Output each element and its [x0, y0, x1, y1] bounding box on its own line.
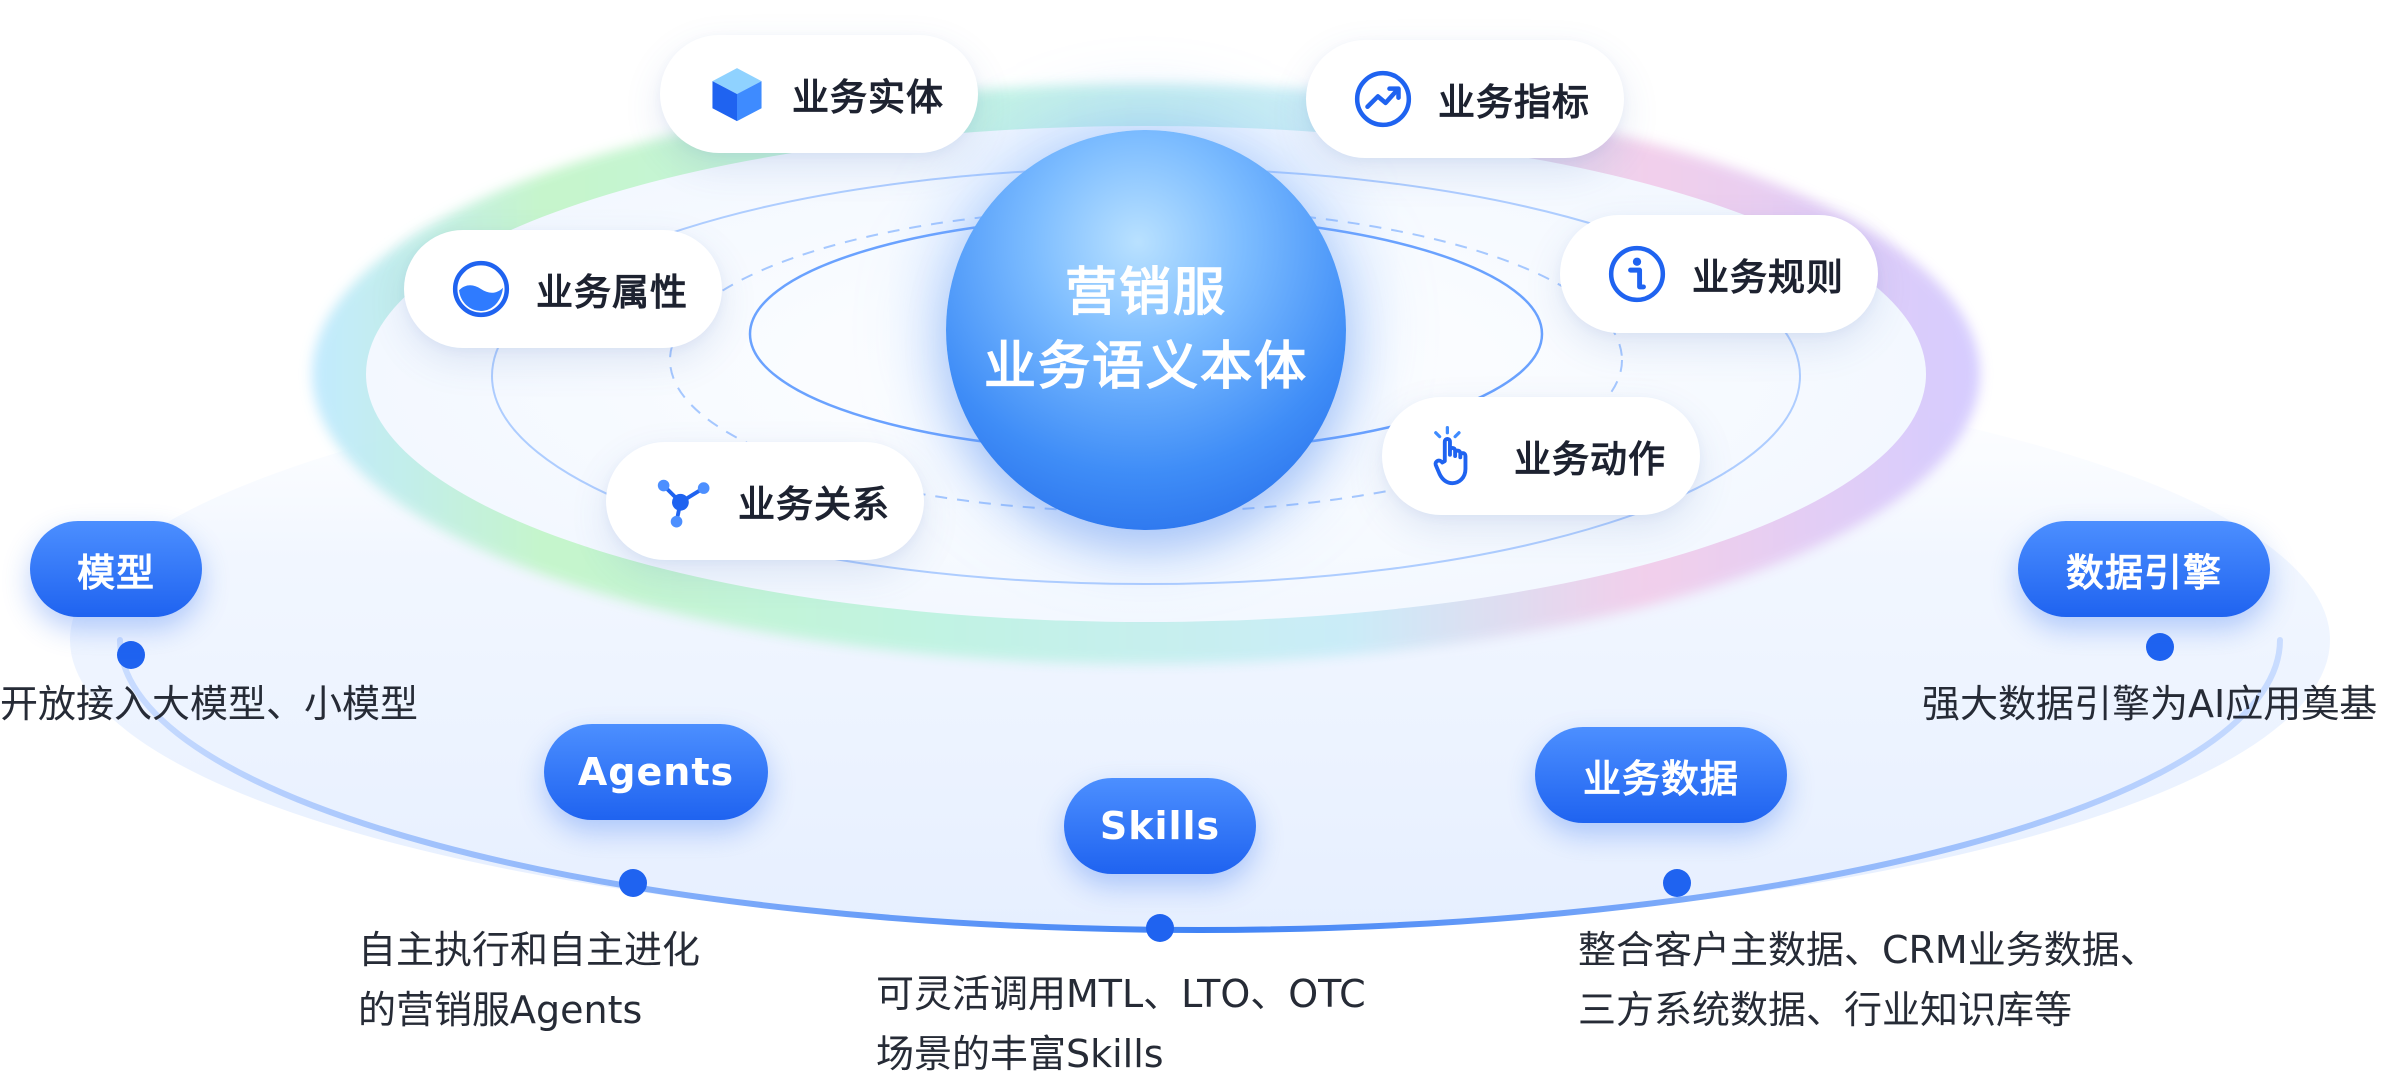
info-icon	[1608, 245, 1666, 303]
desc-line: 可灵活调用MTL、LTO、OTC	[876, 972, 1366, 1016]
orbit-card-label: 业务关系	[738, 483, 890, 526]
orbit-card-business-relation[interactable]: 业务关系	[606, 442, 924, 560]
water-drop-icon	[452, 260, 510, 318]
desc-agents: 自主执行和自主进化 的营销服Agents	[358, 920, 700, 1040]
orbit-card-label: 业务动作	[1514, 438, 1666, 481]
desc-line: 整合客户主数据、CRM业务数据、	[1578, 928, 2158, 972]
desc-business-data: 整合客户主数据、CRM业务数据、 三方系统数据、行业知识库等	[1578, 920, 2158, 1040]
desc-line: 自主执行和自主进化	[358, 928, 701, 972]
orbit-card-label: 业务规则	[1692, 256, 1844, 299]
desc-line: 的营销服Agents	[358, 988, 643, 1032]
desc-line: 强大数据引擎为AI应用奠基	[1922, 682, 2378, 726]
core-title-line1: 营销服	[1064, 263, 1227, 323]
desc-line: 三方系统数据、行业知识库等	[1578, 988, 2073, 1032]
desc-skills: 可灵活调用MTL、LTO、OTC 场景的丰富Skills	[876, 964, 1366, 1084]
desc-line: 开放接入大模型、小模型	[0, 682, 419, 726]
core-title-line2: 业务语义本体	[983, 337, 1308, 397]
pill-business-data[interactable]: 业务数据	[1535, 727, 1787, 823]
orbit-card-business-entity[interactable]: 业务实体	[660, 35, 978, 153]
pill-agents[interactable]: Agents	[544, 724, 768, 820]
cube-icon	[712, 68, 762, 122]
tap-hand-icon	[1433, 425, 1468, 486]
pill-skills[interactable]: Skills	[1064, 778, 1256, 874]
desc-model: 开放接入大模型、小模型	[0, 674, 418, 734]
orbit-card-business-metric[interactable]: 业务指标	[1306, 40, 1624, 158]
network-nodes-icon	[657, 479, 710, 528]
desc-data-engine: 强大数据引擎为AI应用奠基	[1922, 674, 2377, 734]
orbit-card-label: 业务实体	[792, 76, 944, 119]
orbit-card-label: 业务指标	[1438, 81, 1590, 124]
desc-line: 场景的丰富Skills	[876, 1032, 1164, 1076]
pill-model[interactable]: 模型	[30, 521, 202, 617]
orbit-card-business-action[interactable]: 业务动作	[1382, 397, 1700, 515]
core-sphere: 营销服 业务语义本体	[946, 130, 1346, 530]
connector-dots	[117, 633, 2174, 942]
pill-data-engine[interactable]: 数据引擎	[2018, 521, 2270, 617]
orbit-card-label: 业务属性	[536, 271, 688, 314]
trend-chart-icon	[1354, 70, 1412, 128]
orbit-card-business-attribute[interactable]: 业务属性	[404, 230, 722, 348]
orbit-card-business-rule[interactable]: 业务规则	[1560, 215, 1878, 333]
